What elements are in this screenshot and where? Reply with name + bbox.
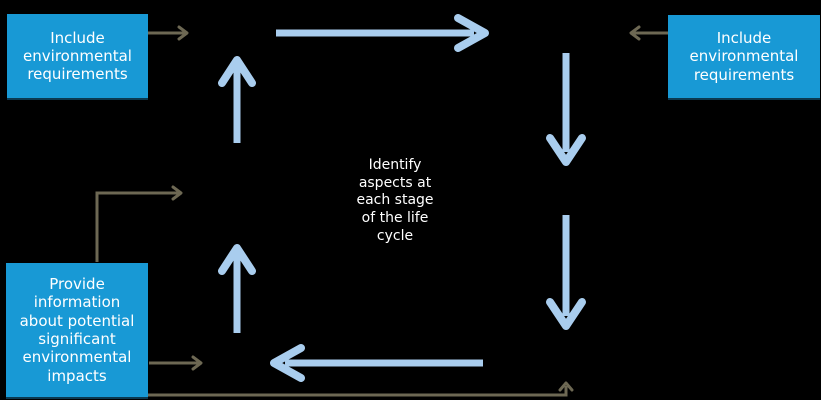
provide-information-impacts-box: Provide information about potential sign… (6, 263, 148, 397)
identify-aspects-label: Identify aspects at each stage of the li… (356, 157, 434, 244)
box-label: Provide information about potential sign… (19, 275, 135, 385)
cycle-arrows (218, 14, 586, 382)
left-arrow-bottom (270, 344, 483, 382)
up-arrow-lower-left (218, 244, 256, 333)
box-label: Include environmental requirements (689, 29, 799, 84)
connector-top-left-to-cycle (148, 25, 189, 41)
right-arrow-top (276, 14, 489, 52)
down-arrow-upper-right (546, 53, 586, 166)
connector-arrows (95, 25, 668, 397)
connector-bottom-left-top-to-cycle (95, 185, 183, 262)
include-environmental-requirements-box-left: Include environmental requirements (7, 14, 148, 98)
include-environmental-requirements-box-right: Include environmental requirements (668, 15, 820, 98)
connector-bottom-left-right-to-cycle (149, 355, 203, 371)
connector-bottom-left-bottom-to-cycle (148, 381, 574, 397)
box-label: Include environmental requirements (23, 28, 132, 84)
connector-top-right-to-cycle (629, 25, 668, 41)
up-arrow-upper-left (218, 56, 256, 143)
down-arrow-lower-right (546, 215, 586, 330)
